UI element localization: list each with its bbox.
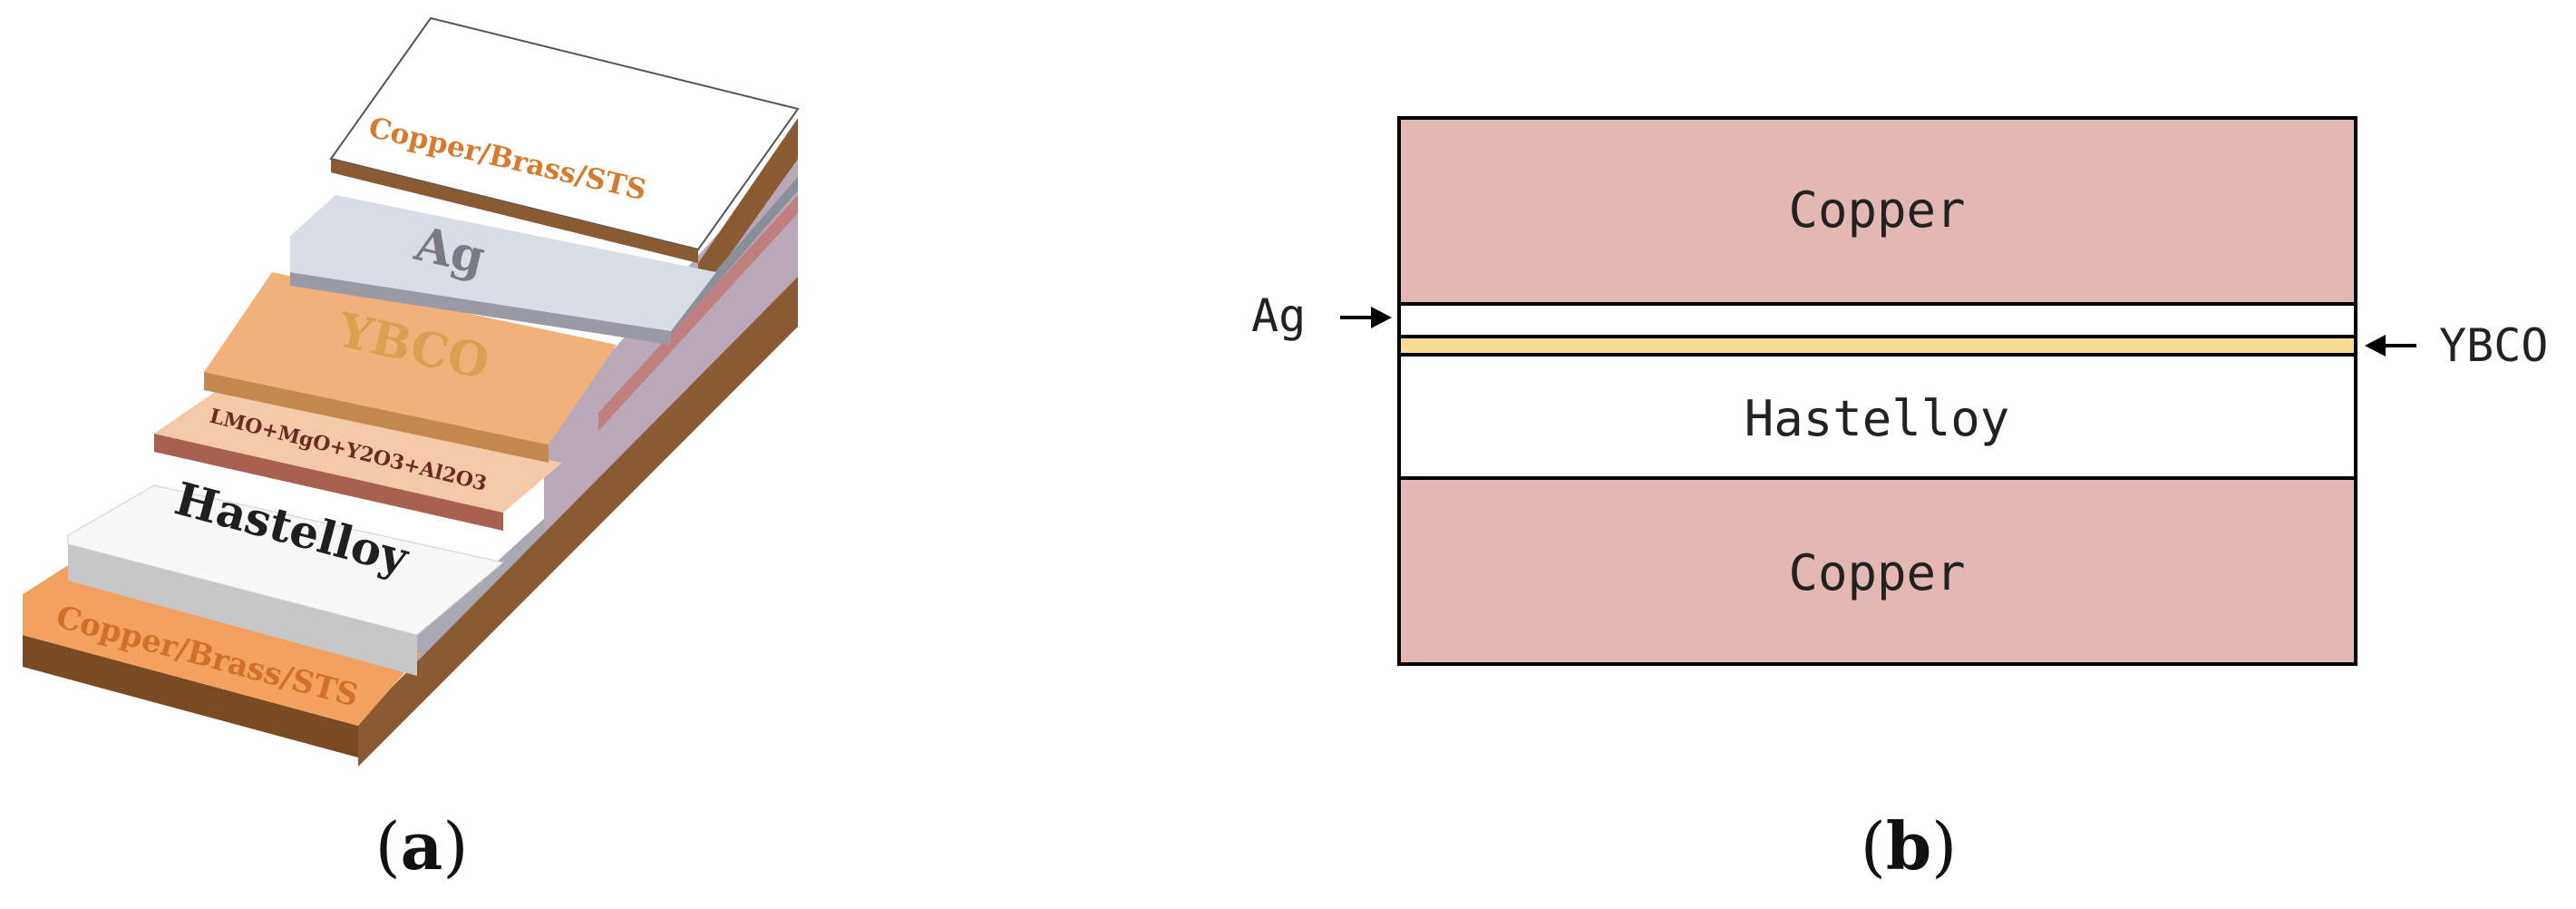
side-face-ybco-strip [598,195,798,431]
top-copper-layer [1397,116,2357,306]
ybco-top-face [204,272,617,445]
panel-a-isometric-diagram: Copper/Brass/STS Hastelloy LMO+MgO+Y2O3+… [23,16,800,885]
ag-callout-arrow-icon [1340,307,1392,328]
hastelloy-layer [1397,353,2357,480]
ybco-layer [1397,335,2357,357]
side-face-silver-strip [671,177,798,336]
buffer-front-face [154,434,503,531]
panel-b-caption: (b) [1861,807,1958,885]
ag-callout-label: Ag [1251,289,1306,342]
side-face-bottom-copper [358,277,798,767]
panel-b-cross-section: Copper Hastelloy Copper Ag YBCO (b) [1251,116,2548,885]
panel-a-caption: (a) [375,807,469,885]
bottom-copper-label: Copper [1788,544,1965,601]
top-copper-band [331,159,698,263]
iso-side-faces [358,118,798,767]
bottom-copper-front-face [23,635,358,758]
ybco-callout-arrow-icon [2365,335,2416,357]
top-copper-label: Copper [1788,181,1965,239]
silver-layer [1397,302,2357,338]
buffer-top-face [154,390,562,513]
hastelloy-front-face [68,544,417,676]
hastelloy-label: Hastelloy [1745,390,2010,447]
silver-front-face [290,272,671,345]
bottom-copper-layer [1397,476,2357,666]
silver-top-face [290,195,716,331]
bottom-copper-top-face [23,562,422,726]
side-face-top-block [698,118,798,299]
ybco-front-face [204,372,549,463]
hastelloy-top-face [67,484,505,636]
ybco-callout-label: YBCO [2439,319,2548,372]
